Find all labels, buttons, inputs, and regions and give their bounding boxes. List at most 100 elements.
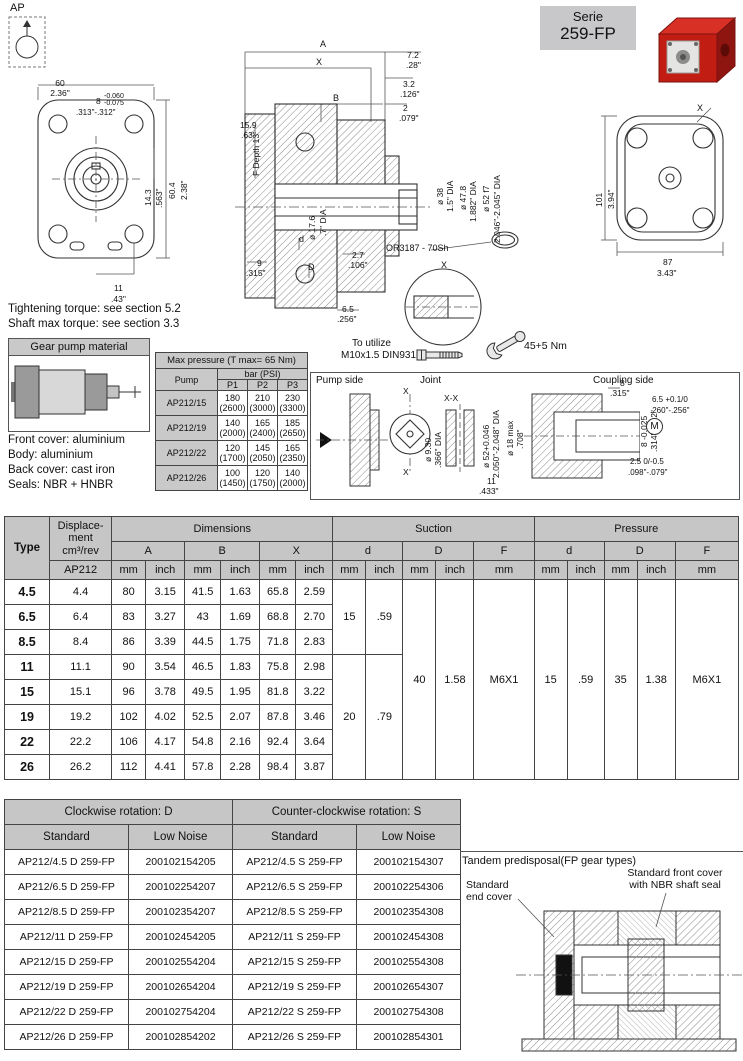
pump-side-label: Pump side (316, 375, 364, 386)
order-row: AP212/19 S 259-FP 200102654307 (232, 974, 461, 1000)
col-header-type: Type (3, 516, 51, 580)
side-dia176-mm: ø 17.6 (307, 215, 317, 240)
cw-rotation-header: Clockwise rotation: D (3, 799, 234, 825)
front-key-in: .313"-.312" (76, 108, 116, 117)
p2-header: P2 (247, 379, 278, 391)
order-number: 200102454205 (127, 924, 234, 950)
p3-header: P3 (276, 379, 309, 391)
front-h-mm: 60.4 (167, 182, 177, 199)
pressure-table-title: Max pressure (T max= 65 Nm) (154, 352, 309, 369)
model-code: AP212/15 S 259-FP (232, 949, 357, 975)
order-number: 200102654204 (127, 974, 234, 1000)
order-row: AP212/26 D 259-FP 200102854202 (4, 1024, 234, 1050)
model-code: AP212/8.5 S 259-FP (232, 899, 357, 925)
side-9-in: .315" (246, 268, 266, 278)
bar-psi-header: bar (PSI) (216, 368, 309, 380)
cw-order-table: Clockwise rotation: D Standard Low Noise… (3, 799, 234, 1050)
front-c-mm: 14.3 (143, 189, 153, 206)
coupling-side-label: Coupling side (593, 375, 654, 386)
material-title: Gear pump material (9, 339, 149, 356)
order-number: 200102354308 (356, 899, 461, 925)
side-dia478-mm: ø 47.8 (458, 185, 468, 210)
order-row: AP212/8.5 S 259-FP 200102354308 (232, 899, 461, 925)
max-pressure-table: Max pressure (T max= 65 Nm) Pump bar (PS… (154, 352, 309, 491)
side-72-mm: 7.2 (407, 50, 419, 60)
joint-label: Joint (420, 375, 442, 386)
model-code: AP212/26 D 259-FP (4, 1024, 129, 1050)
side-dia38-in: 1.5" DIA (445, 180, 455, 212)
order-row: AP212/22 S 259-FP 200102754308 (232, 999, 461, 1025)
material-body: Body: aluminium (8, 449, 94, 461)
order-number: 200102254207 (127, 874, 234, 900)
pressure-row: AP212/26 100(1450) 120(1750) 140(2000) (155, 465, 309, 491)
ccw-standard-header: Standard (232, 824, 357, 850)
coupling-25-in: .098"-.079" (628, 468, 668, 477)
pump-model: AP212/15 (155, 390, 218, 416)
side-2-in: .079" (399, 113, 419, 123)
col-header-suction-d: d (332, 541, 404, 561)
model-code: AP212/4.5 S 259-FP (232, 849, 357, 875)
note-shaft-torque: Shaft max torque: see section 3.3 (8, 318, 180, 330)
model-code: AP212/8.5 D 259-FP (4, 899, 129, 925)
utilize-line1: To utilize (352, 338, 391, 349)
order-row: AP212/26 S 259-FP 200102854301 (232, 1024, 461, 1050)
side-159-mm: 15.9 (240, 120, 257, 130)
model-code: AP212/19 S 259-FP (232, 974, 357, 1000)
p1-value: 140(2000) (217, 415, 248, 441)
material-front-cover: Front cover: aluminium (8, 434, 125, 446)
model-code: AP212/19 D 259-FP (4, 974, 129, 1000)
order-row: AP212/22 D 259-FP 200102754204 (4, 999, 234, 1025)
coupling-65-mm: 6.5 +0.1/0 (652, 395, 688, 404)
model-code: AP212/4.5 D 259-FP (4, 849, 129, 875)
model-code: AP212/6.5 S 259-FP (232, 874, 357, 900)
suction-d-small: 15 (332, 579, 367, 655)
coupling-11-mm: 11 (487, 476, 496, 486)
order-number: 200102254306 (356, 874, 461, 900)
p2-value: 120(1750) (247, 465, 278, 491)
p3-value: 165(2350) (276, 440, 309, 466)
front-b-in: .43" (111, 294, 126, 304)
note-tightening-torque: Tightening torque: see section 5.2 (8, 303, 181, 315)
side-27-mm: 2.7 (352, 250, 364, 260)
side-27-in: .106" (348, 260, 368, 270)
group-header-pressure: Pressure (533, 516, 740, 542)
order-number: 200102454308 (356, 924, 461, 950)
dia18-mm: ø 18 max (505, 420, 515, 456)
order-number: 200102754204 (127, 999, 234, 1025)
order-row: AP212/15 S 259-FP 200102554308 (232, 949, 461, 975)
model-code: AP212/6.5 D 259-FP (4, 874, 129, 900)
cut-x-bottom-label: X (403, 467, 409, 477)
pressure-row: AP212/19 140(2000) 165(2400) 185(2650) (155, 415, 309, 441)
p1-value: 120(1700) (217, 440, 248, 466)
cut-x-top-label: X (403, 386, 409, 396)
side-65-in: .256" (337, 314, 357, 324)
coupling-8-mm: 8 (620, 378, 625, 388)
side-dim-x: X (316, 57, 323, 67)
pressure-row: AP212/22 120(1700) 145(2050) 165(2350) (155, 440, 309, 466)
joint-front-drawing (389, 394, 431, 474)
order-number: 200102554308 (356, 949, 461, 975)
tandem-left-label-1: Standard (466, 879, 509, 891)
cw-standard-header: Standard (4, 824, 129, 850)
p2-value: 165(2400) (247, 415, 278, 441)
front-h-in: 2.38" (179, 180, 189, 200)
pump-model: AP212/26 (155, 465, 218, 491)
p1-header: P1 (217, 379, 248, 391)
order-row: AP212/11 S 259-FP 200102454308 (232, 924, 461, 950)
front-key-tol-top: -0.060 (104, 93, 124, 100)
side-dia38-mm: ø 38 (435, 187, 445, 205)
col-header-b: B (184, 541, 261, 561)
ccw-lownoise-header: Low Noise (356, 824, 461, 850)
order-number: 200102554204 (127, 949, 234, 975)
joint-section-drawing (445, 404, 475, 472)
coupling-11-in: .433" (479, 486, 499, 496)
order-row: AP212/8.5 D 259-FP 200102354207 (4, 899, 234, 925)
p2-value: 145(2050) (247, 440, 278, 466)
pressure-F: M6X1 (674, 579, 740, 780)
p1-value: 100(1450) (217, 465, 248, 491)
model-code: AP212/26 S 259-FP (232, 1024, 357, 1050)
material-seals: Seals: NBR + HNBR (8, 479, 114, 491)
